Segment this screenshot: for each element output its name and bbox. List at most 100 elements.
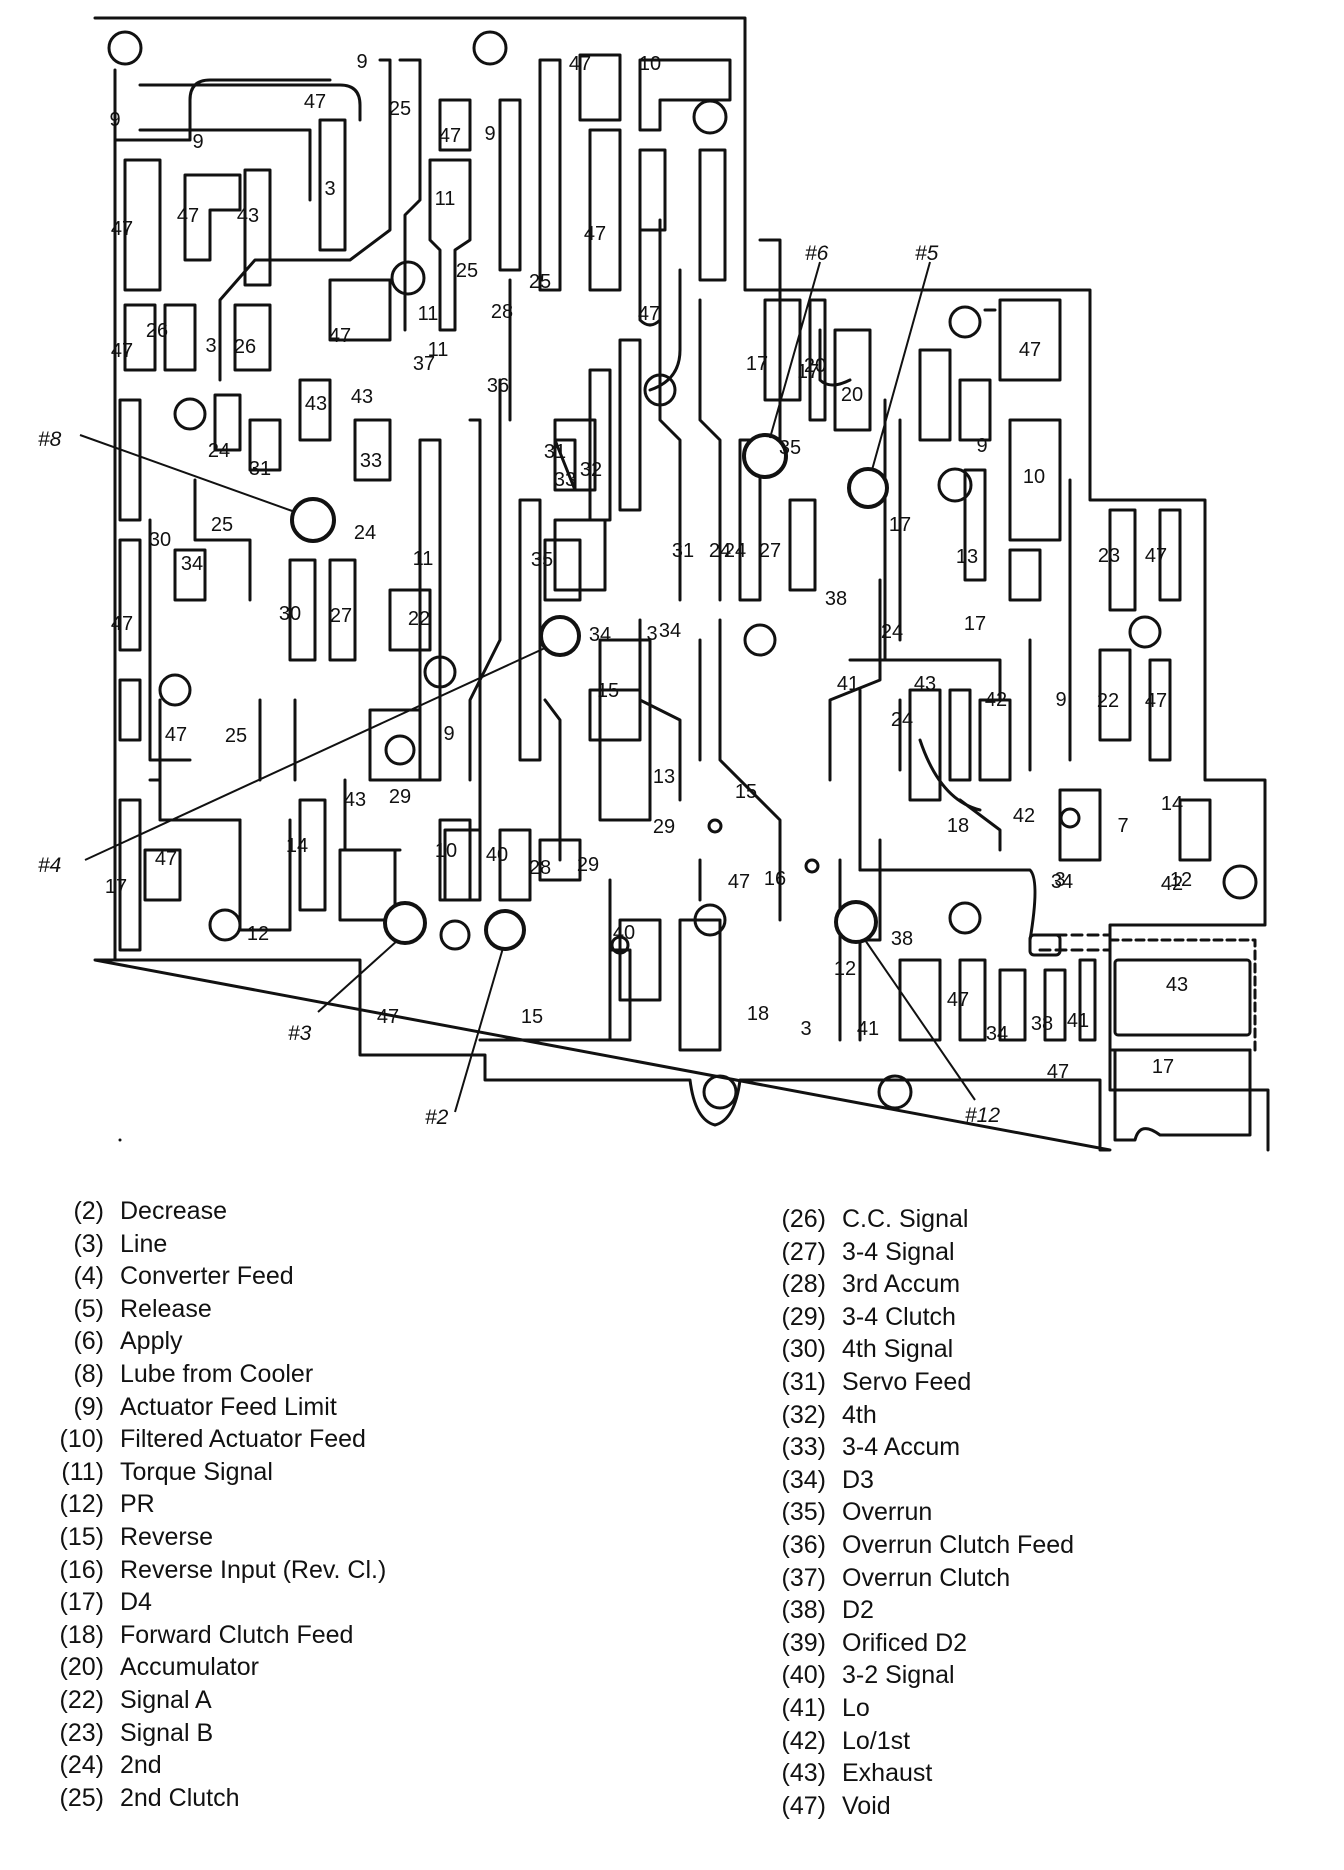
legend-item: (31)Servo Feed <box>760 1366 1074 1399</box>
passage-label: 47 <box>165 724 187 746</box>
legend-text: Accumulator <box>120 1653 259 1682</box>
passage-label: 47 <box>728 871 750 893</box>
passage-label: 43 <box>351 386 373 408</box>
passage-label: 43 <box>305 393 327 415</box>
bolt-hole <box>1128 615 1162 649</box>
legend-item: (16)Reverse Input (Rev. Cl.) <box>38 1554 387 1587</box>
bolt-hole <box>439 919 471 951</box>
passage-label: 47 <box>111 218 133 240</box>
legend-text: Exhaust <box>842 1759 933 1788</box>
legend-number: (16) <box>59 1555 104 1584</box>
passage-label: 35 <box>531 549 553 571</box>
legend-item: (47)Void <box>760 1790 1074 1823</box>
legend-item: (33)3-4 Accum <box>760 1431 1074 1464</box>
passage-label: 38 <box>825 588 847 610</box>
passage-label: 24 <box>724 540 746 562</box>
legend-item: (4)Converter Feed <box>38 1260 386 1293</box>
legend-item: (42)Lo/1st <box>760 1725 1074 1758</box>
legend-text: Filtered Actuator Feed <box>120 1425 366 1454</box>
legend-item: (6)Apply <box>38 1325 386 1358</box>
passage-label: 25 <box>211 514 233 536</box>
passage-label: 3 <box>324 178 335 200</box>
passage-label: 9 <box>484 123 495 145</box>
legend-text: 3-4 Clutch <box>842 1302 956 1331</box>
legend-number: (2) <box>73 1197 104 1225</box>
legend-number: (27) <box>781 1237 826 1266</box>
passage-label: 29 <box>389 786 411 808</box>
legend-number: (25) <box>59 1783 104 1812</box>
passage-label: 36 <box>487 375 509 397</box>
passage-label: 17 <box>105 876 127 898</box>
passage-label: 3 <box>646 623 657 645</box>
leader-lines <box>79 261 976 1113</box>
passage-label: 10 <box>639 53 661 75</box>
legend-text: Overrun Clutch Feed <box>842 1530 1075 1559</box>
passage-label: 17 <box>746 353 768 375</box>
legend-item: (39) Orificed D2 <box>760 1627 1074 1660</box>
passage-label: 38 <box>1031 1013 1053 1035</box>
passage-label: 15 <box>597 680 619 702</box>
check-ball-3 <box>383 901 427 945</box>
bolt-hole <box>173 397 207 431</box>
legend-number: (11) <box>61 1457 104 1486</box>
legend-item: (9)Actuator Feed Limit <box>38 1391 386 1424</box>
bolt-hole <box>107 30 143 66</box>
passage-label: 41 <box>1067 1010 1089 1032</box>
legend-text: Decrease <box>120 1197 227 1225</box>
passage-label: 34 <box>181 553 203 575</box>
legend-item: (34)D3 <box>760 1464 1074 1497</box>
passage-label: 17 <box>964 613 986 635</box>
check-ball-2 <box>484 909 526 951</box>
passage-label: 22 <box>408 608 430 630</box>
legend-number: (37) <box>781 1563 826 1592</box>
legend-item: (5)Release <box>38 1293 386 1326</box>
legend-number: (47) <box>781 1791 826 1820</box>
passage-label: 43 <box>1166 974 1188 996</box>
legend-text: Apply <box>120 1327 183 1356</box>
legend-item: (40)3-2 Signal <box>760 1659 1074 1692</box>
legend-text: D3 <box>842 1465 874 1494</box>
legend-number: (12) <box>59 1490 104 1519</box>
bolt-hole <box>707 818 723 834</box>
legend-text: Torque Signal <box>120 1457 273 1486</box>
passage-label: 9 <box>109 109 120 131</box>
check-balls <box>290 433 889 951</box>
legend-number: (10) <box>59 1425 104 1454</box>
legend-text: 3-4 Accum <box>842 1433 961 1462</box>
legend-item: (24)2nd <box>38 1749 386 1782</box>
legend-text: Overrun Clutch <box>842 1563 1011 1592</box>
passage-label: 17 <box>1152 1056 1174 1078</box>
legend-number: (18) <box>59 1620 104 1649</box>
passage-label: 47 <box>569 53 591 75</box>
passage-label: 11 <box>418 303 439 325</box>
legend-number: (3) <box>73 1229 104 1258</box>
legend-number: (20) <box>59 1653 104 1682</box>
bolt-holes <box>107 30 1258 1110</box>
passage-label: 47 <box>638 303 660 325</box>
legend-text: Overrun <box>842 1498 933 1527</box>
passage-label: 3 <box>205 335 216 357</box>
passage-label: 38 <box>891 928 913 950</box>
passage-label: 47 <box>329 325 351 347</box>
passage-label: 20 <box>841 384 863 406</box>
legend-item: (10) Filtered Actuator Feed <box>38 1423 386 1456</box>
passage-label: 20 <box>804 355 826 377</box>
legend-item: (38)D2 <box>760 1594 1074 1627</box>
void-block-lower <box>1113 1048 1252 1142</box>
legend-text: Orificed D2 <box>842 1628 968 1657</box>
passage-label: 47 <box>377 1006 399 1028</box>
passage-label: 17 <box>797 361 819 383</box>
legend-number: (40) <box>781 1661 826 1690</box>
legend-text: Signal B <box>120 1718 214 1747</box>
legend-item: (22)Signal A <box>38 1684 386 1717</box>
legend-number: (32) <box>781 1400 826 1429</box>
passage-label: 47 <box>177 205 199 227</box>
passage-label: 3 <box>1054 869 1065 891</box>
passage-label: 47 <box>1047 1061 1069 1083</box>
passage-label: 42 <box>985 689 1007 711</box>
passage-label: 9 <box>976 435 987 457</box>
legend-item: (27)3-4 Signal <box>760 1236 1074 1269</box>
legend-item: (20) Accumulator <box>38 1651 386 1684</box>
legend-number: (39) <box>781 1628 826 1657</box>
bolt-hole <box>390 260 426 296</box>
